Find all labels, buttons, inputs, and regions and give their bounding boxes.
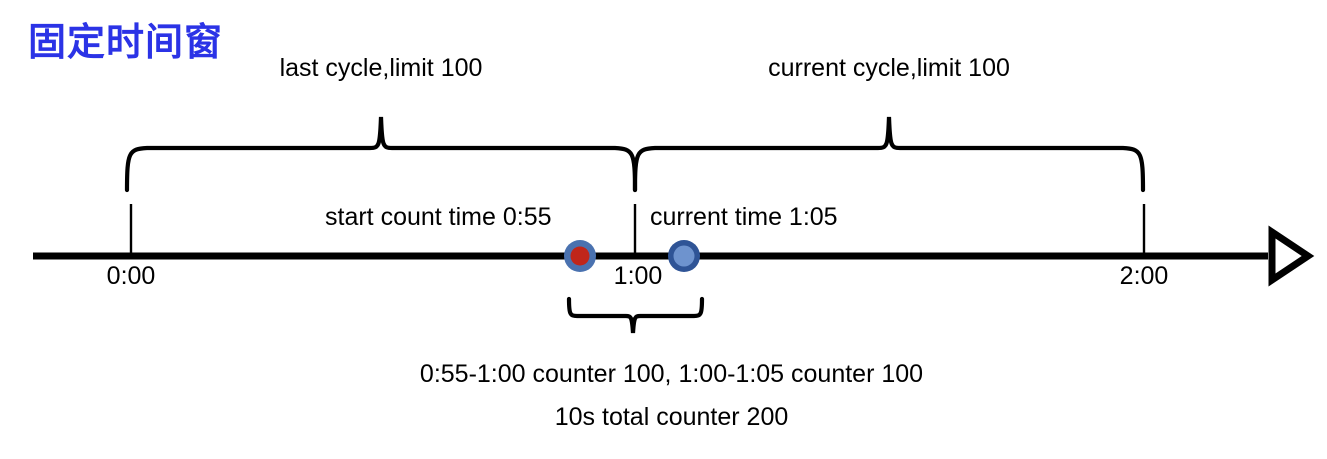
counter-breakdown-text: 0:55-1:00 counter 100, 1:00-1:05 counter… xyxy=(419,360,924,388)
last-cycle-brace xyxy=(124,116,638,193)
counting-window-brace xyxy=(566,296,705,334)
start-count-time-label: start count time 0:55 xyxy=(325,203,552,231)
start-count-marker-dot xyxy=(570,246,590,266)
page-title: 固定时间窗 xyxy=(28,22,224,64)
current-cycle-brace xyxy=(632,116,1146,193)
tick-label-0-00: 0:00 xyxy=(106,262,156,290)
tick-label-2-00: 2:00 xyxy=(1119,262,1169,290)
tick-label-1-00: 1:00 xyxy=(613,262,663,290)
current-time-label: current time 1:05 xyxy=(650,203,838,231)
timeline-arrow-head xyxy=(1268,225,1315,287)
current-time-marker-dot xyxy=(673,245,695,267)
total-counter-text: 10s total counter 200 xyxy=(554,403,789,431)
current-cycle-label: current cycle,limit 100 xyxy=(768,54,1010,82)
last-cycle-label: last cycle,limit 100 xyxy=(279,54,483,82)
